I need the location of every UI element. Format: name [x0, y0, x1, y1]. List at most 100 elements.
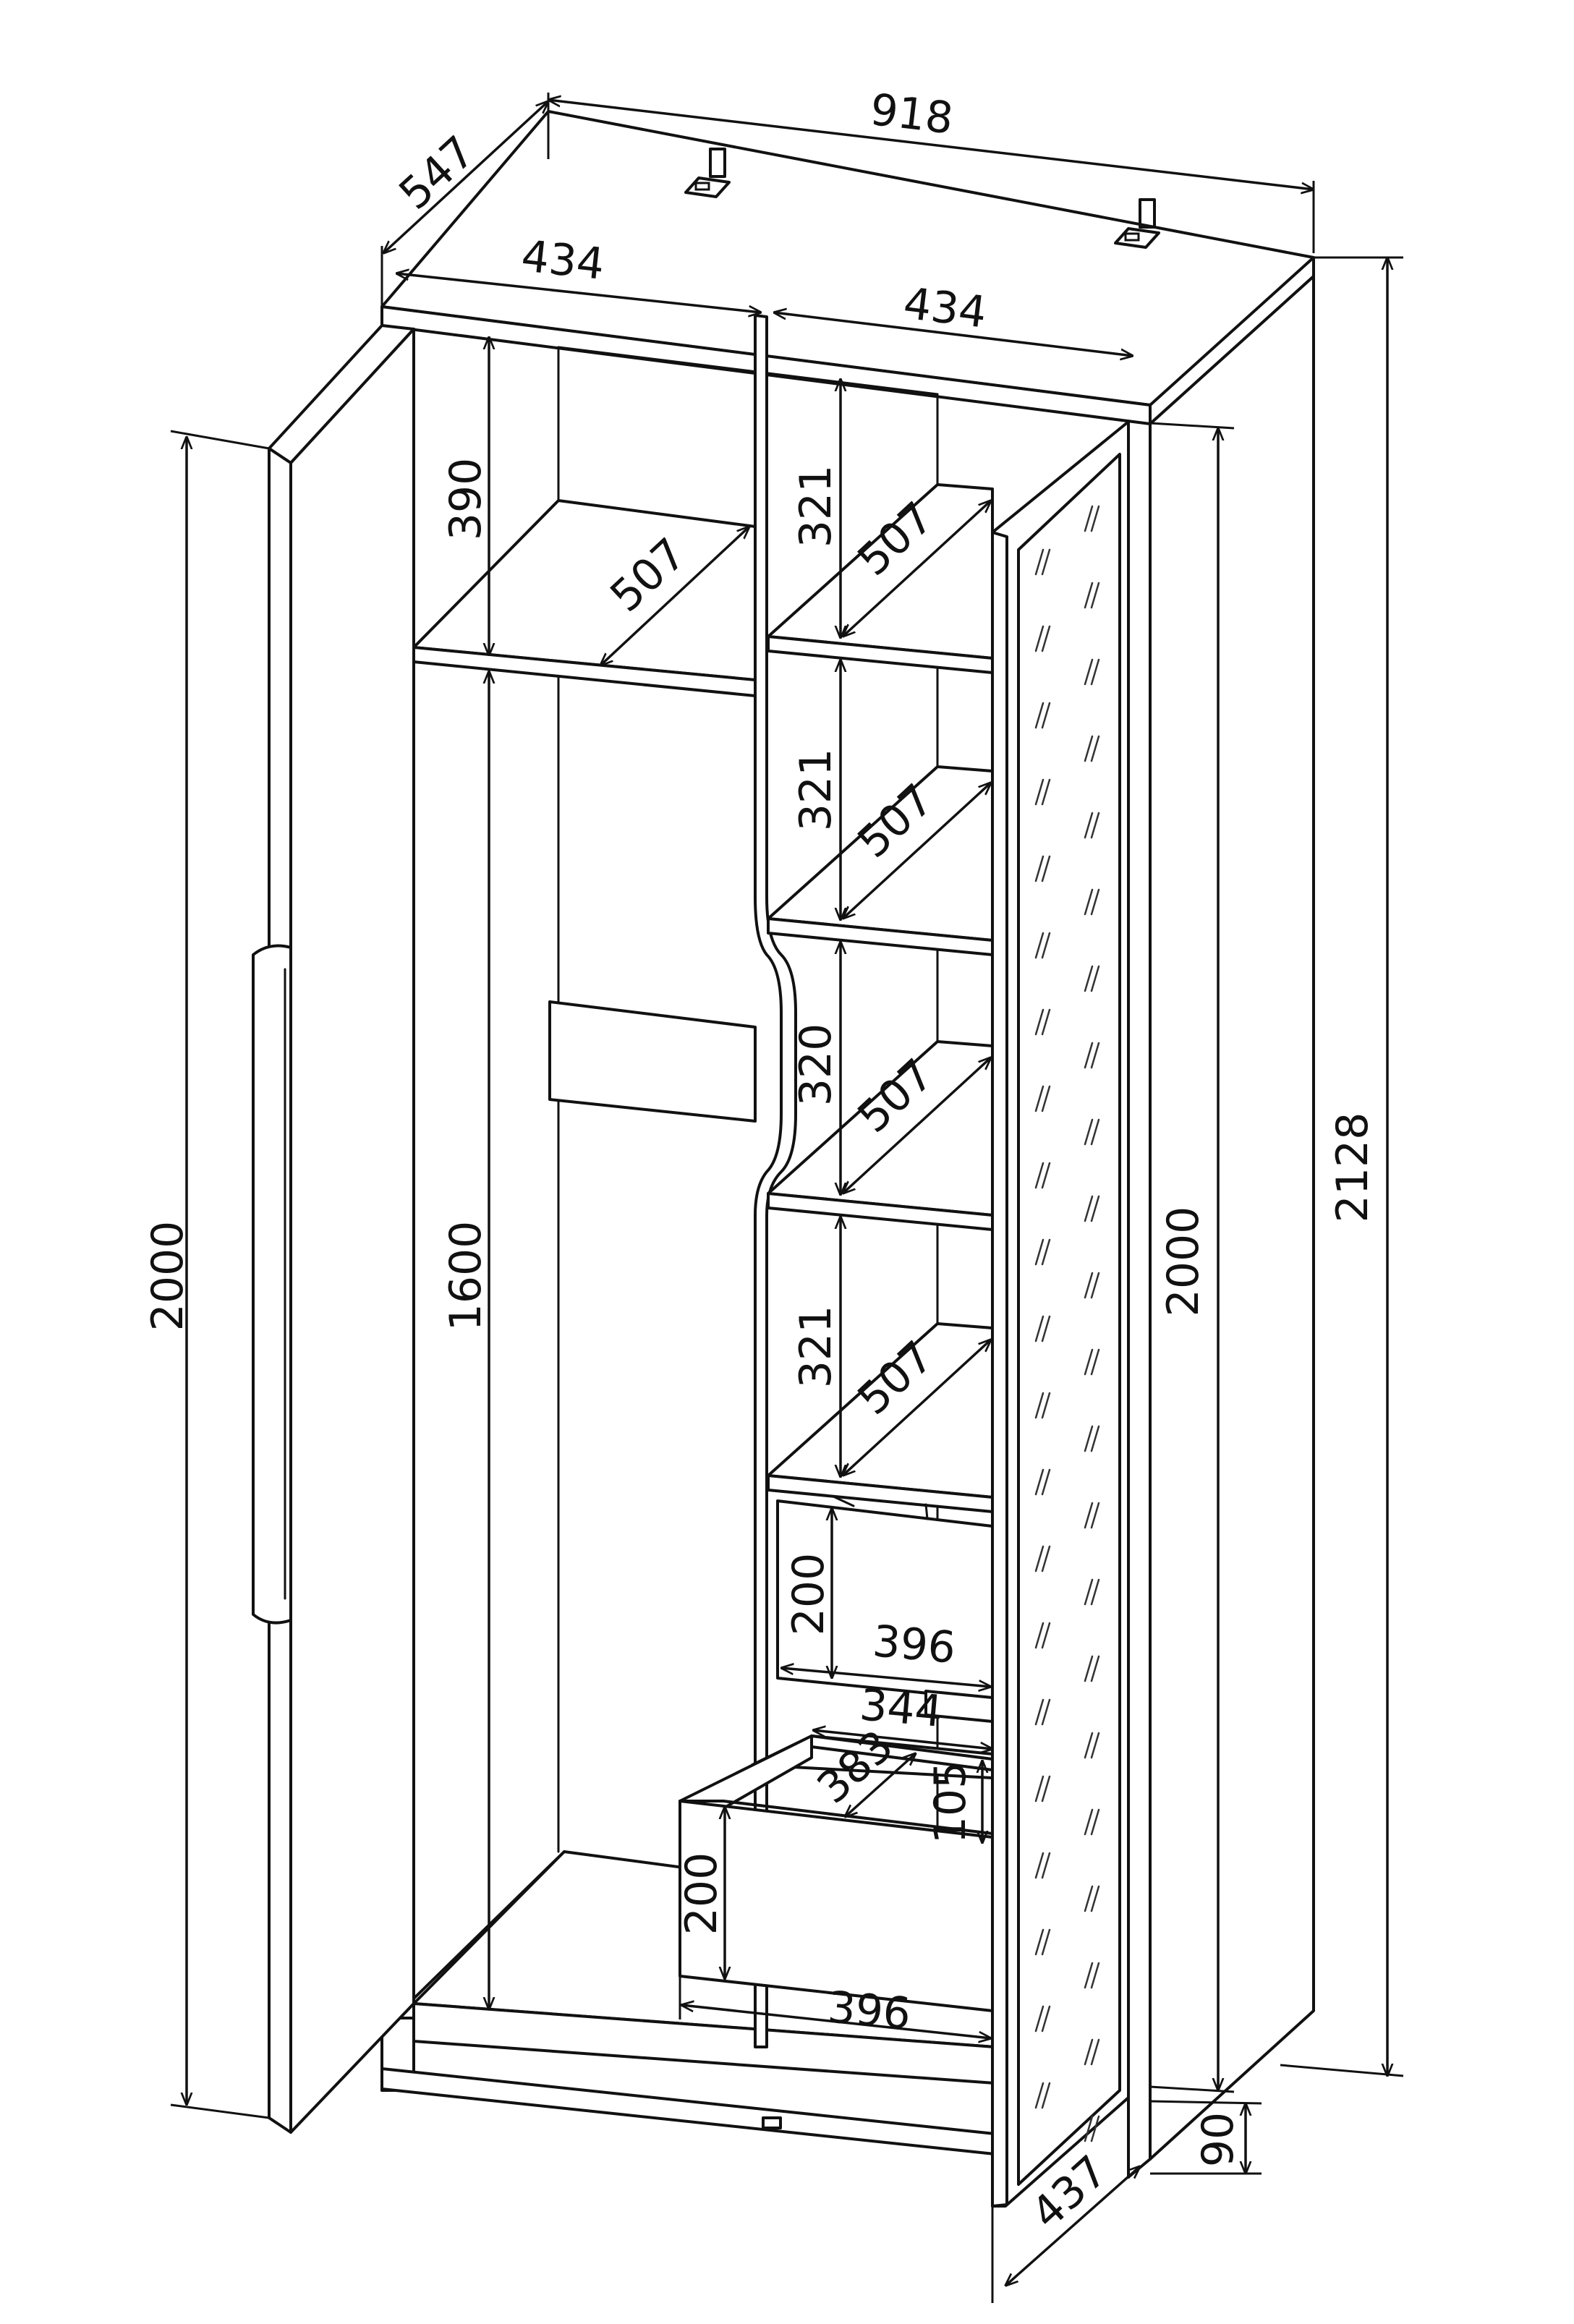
- mirror-streak: [1041, 2082, 1051, 2109]
- mirror-streak: [1034, 1085, 1045, 1112]
- mirror-streak: [1041, 1852, 1051, 1879]
- mirror-streak: [1084, 812, 1094, 839]
- mirror-streak: [1034, 2082, 1045, 2109]
- mirror-streak: [1041, 702, 1051, 729]
- mirror-streak: [1041, 1238, 1051, 1266]
- mirror-streak: [1034, 702, 1045, 729]
- mirror-streak: [1034, 1162, 1045, 1189]
- wall-bracket-right: [1114, 198, 1160, 249]
- mirror-reflection-marks: [1034, 505, 1100, 2142]
- door-handle[interactable]: [252, 944, 292, 1625]
- mirror-streak: [1034, 2005, 1045, 2033]
- mirror-streak: [1084, 1272, 1094, 1299]
- mirror-streak: [1041, 1162, 1051, 1189]
- label-total-width: 918: [867, 85, 956, 145]
- mirror-streak: [1090, 1502, 1100, 1529]
- mirror-streak: [1084, 505, 1094, 532]
- mirror-streak: [1090, 1885, 1100, 1912]
- mirror-streak: [1090, 1425, 1100, 1452]
- mirror-streak: [1084, 965, 1094, 992]
- mirror-streak: [1034, 1775, 1045, 1802]
- mirror-streak: [1084, 888, 1094, 916]
- mirror-streak: [1090, 2115, 1100, 2142]
- right-door: [991, 420, 1130, 2208]
- mirror-streak: [1090, 1578, 1100, 1606]
- mirror-streak: [1041, 1392, 1051, 1419]
- mirror-streak: [1084, 1885, 1094, 1912]
- mirror-streak: [1084, 1808, 1094, 1836]
- divider-panel: [754, 314, 797, 2048]
- mirror-streak: [1084, 658, 1094, 686]
- left-door-inside: [289, 328, 415, 2134]
- mirror-streak: [1034, 932, 1045, 959]
- mirror-streak: [1090, 1962, 1100, 1989]
- mirror-streak: [1041, 2005, 1051, 2033]
- label-height-total: 2128: [1327, 1112, 1378, 1223]
- mirror-streak: [1034, 1392, 1045, 1419]
- mirror-streak: [1090, 1732, 1100, 1759]
- label-right-door-height: 2000: [1158, 1206, 1209, 1317]
- mirror-streak: [1090, 1272, 1100, 1299]
- label-shelf-gap-3: 320: [791, 1023, 841, 1107]
- mirror-streak: [1084, 1425, 1094, 1452]
- mirror-streak: [1090, 505, 1100, 532]
- mirror-streak: [1041, 1775, 1051, 1802]
- mirror-streak: [1084, 2038, 1094, 2066]
- mirror-streak: [1034, 1468, 1045, 1496]
- mirror-streak: [1084, 1195, 1094, 1222]
- label-drawer-inner-width: 344: [858, 1680, 945, 1737]
- mirror-streak: [1084, 582, 1094, 609]
- mirror-streak: [1090, 1348, 1100, 1376]
- mirror-streak: [1090, 1118, 1100, 1146]
- mirror-streak: [1041, 1622, 1051, 1649]
- label-left-top-compartment: 390: [441, 458, 491, 541]
- label-drawer-lower-width: 396: [826, 1982, 913, 2040]
- mirror-streak: [1090, 582, 1100, 609]
- lower-drawer: [678, 1735, 994, 2012]
- mirror-streak: [1041, 1545, 1051, 1572]
- mirror-streak: [1090, 1808, 1100, 1836]
- mirror-streak: [1034, 1698, 1045, 1726]
- label-right-inner-width: 434: [901, 278, 989, 339]
- mirror-streak: [1090, 2038, 1100, 2066]
- mirror-streak: [1084, 1578, 1094, 1606]
- mirror-streak: [1084, 1348, 1094, 1376]
- mirror-streak: [1041, 625, 1051, 652]
- mirror-streak: [1034, 548, 1045, 576]
- label-hanging-height: 1600: [441, 1221, 491, 1332]
- label-drawer-lower-height: 200: [676, 1852, 727, 1936]
- mirror-streak: [1034, 778, 1045, 806]
- mirror-streak: [1090, 1195, 1100, 1222]
- label-shelf-gap-2: 321: [791, 749, 841, 832]
- right-door-edge: [991, 531, 1008, 2208]
- mirror-streak: [1084, 1655, 1094, 1682]
- mirror-streak: [1090, 812, 1100, 839]
- dimension-lines: [170, 93, 1404, 2303]
- mirror-streak: [1041, 1085, 1051, 1112]
- mirror-streak: [1034, 1238, 1045, 1266]
- label-drawer-upper-height: 200: [783, 1553, 834, 1636]
- label-left-door-height: 2000: [142, 1221, 193, 1332]
- label-left-inner-width: 434: [519, 231, 606, 290]
- mirror: [1017, 453, 1121, 2186]
- label-shelf-gap-4: 321: [791, 1306, 841, 1389]
- mirror-streak: [1041, 1698, 1051, 1726]
- mirror-streak: [1084, 1042, 1094, 1069]
- mirror-streak: [1034, 1008, 1045, 1036]
- label-drawer-inner-depth: 383: [808, 1721, 903, 1814]
- mirror-streak: [1090, 658, 1100, 686]
- mirror-streak: [1034, 1545, 1045, 1572]
- adjustable-foot: [762, 2116, 782, 2129]
- mirror-streak: [1090, 735, 1100, 762]
- mirror-streak: [1041, 1315, 1051, 1342]
- mirror-streak: [1084, 1732, 1094, 1759]
- mirror-streak: [1041, 778, 1051, 806]
- mirror-streak: [1090, 965, 1100, 992]
- mirror-streak: [1041, 932, 1051, 959]
- mirror-streak: [1090, 888, 1100, 916]
- mirror-streak: [1041, 1468, 1051, 1496]
- mirror-streak: [1084, 1962, 1094, 1989]
- mirror-streak: [1041, 855, 1051, 882]
- mirror-streak: [1041, 1928, 1051, 1956]
